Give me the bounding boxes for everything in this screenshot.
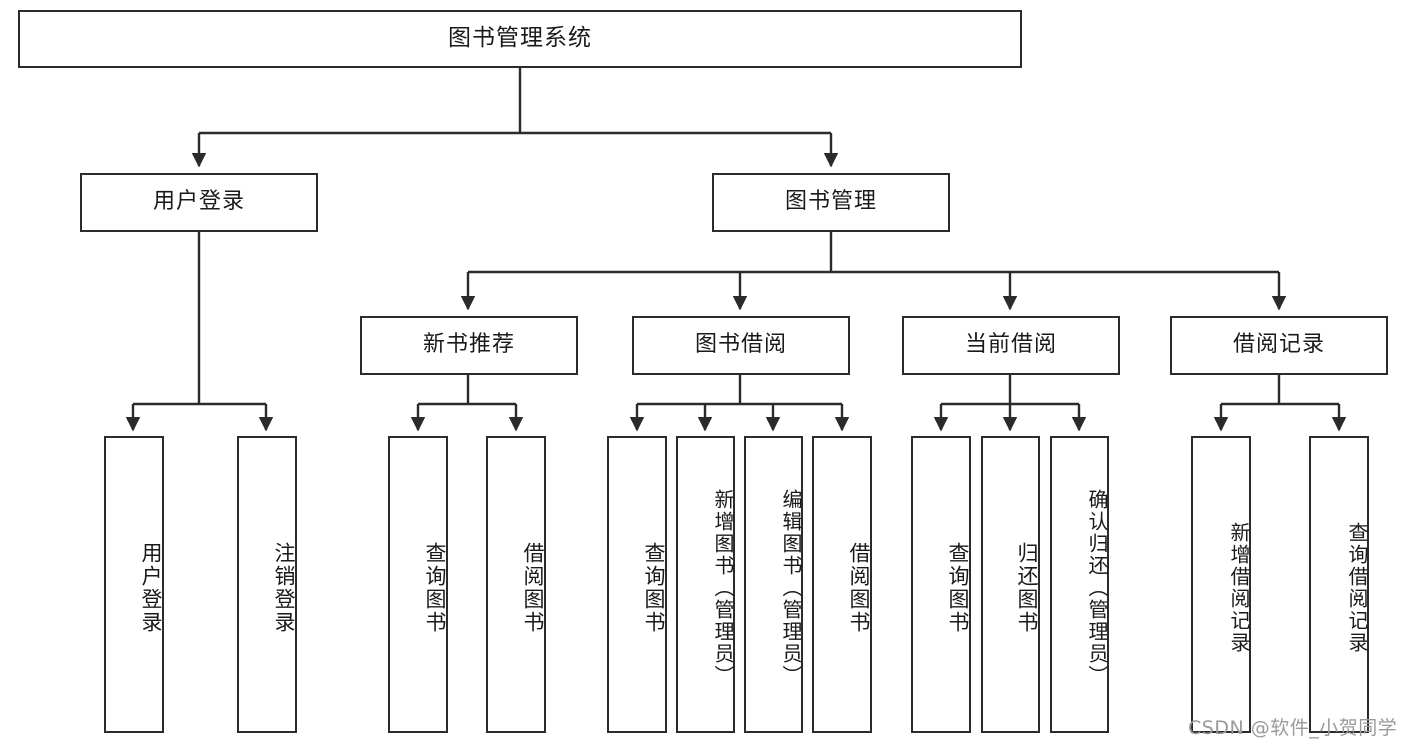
node-label: 注销登录 — [272, 541, 296, 634]
node-new-book-recommend[interactable]: 新书推荐 — [360, 316, 578, 375]
leaf-return-book[interactable]: 归还图书 — [981, 436, 1040, 733]
leaf-confirm-return-admin[interactable]: 确认归还（管理员） — [1050, 436, 1109, 733]
node-book-management[interactable]: 图书管理 — [712, 173, 950, 232]
node-label: 新增借阅记录 — [1227, 521, 1251, 654]
leaf-query-book-borrow[interactable]: 查询图书 — [607, 436, 667, 733]
node-root-system[interactable]: 图书管理系统 — [18, 10, 1022, 68]
leaf-logout[interactable]: 注销登录 — [237, 436, 297, 733]
node-borrow-record[interactable]: 借阅记录 — [1170, 316, 1388, 375]
node-label: 借阅图书 — [847, 541, 871, 634]
node-label: 图书管理系统 — [448, 25, 592, 52]
node-label: 借阅记录 — [1232, 332, 1325, 358]
node-label: 当前借阅 — [964, 332, 1057, 358]
node-user-login[interactable]: 用户登录 — [80, 173, 318, 232]
leaf-query-book-current[interactable]: 查询图书 — [911, 436, 971, 733]
leaf-add-borrow-record[interactable]: 新增借阅记录 — [1191, 436, 1251, 733]
node-book-borrow[interactable]: 图书借阅 — [632, 316, 850, 375]
node-label: 用户登录 — [139, 541, 163, 634]
leaf-borrow-book-new[interactable]: 借阅图书 — [486, 436, 546, 733]
node-label: 新增图书（管理员） — [711, 488, 735, 687]
node-current-borrow[interactable]: 当前借阅 — [902, 316, 1120, 375]
node-label: 借阅图书 — [521, 541, 545, 634]
leaf-query-borrow-record[interactable]: 查询借阅记录 — [1309, 436, 1369, 733]
leaf-edit-book-admin[interactable]: 编辑图书（管理员） — [744, 436, 803, 733]
leaf-add-book-admin[interactable]: 新增图书（管理员） — [676, 436, 735, 733]
node-label: 用户登录 — [152, 189, 245, 215]
node-label: 确认归还（管理员） — [1085, 488, 1109, 687]
node-label: 图书借阅 — [694, 332, 787, 358]
node-label: 查询图书 — [642, 541, 666, 634]
node-label: 图书管理 — [784, 189, 877, 215]
node-label: 查询图书 — [946, 541, 970, 634]
node-label: 查询图书 — [423, 541, 447, 634]
node-label: 新书推荐 — [422, 332, 515, 358]
node-label: 查询借阅记录 — [1345, 521, 1369, 654]
leaf-query-book-new[interactable]: 查询图书 — [388, 436, 448, 733]
node-label: 编辑图书（管理员） — [779, 488, 803, 687]
watermark-text: CSDN @软件_小贺同学 — [1188, 717, 1398, 739]
leaf-user-login[interactable]: 用户登录 — [104, 436, 164, 733]
leaf-borrow-book[interactable]: 借阅图书 — [812, 436, 872, 733]
node-label: 归还图书 — [1015, 541, 1039, 634]
